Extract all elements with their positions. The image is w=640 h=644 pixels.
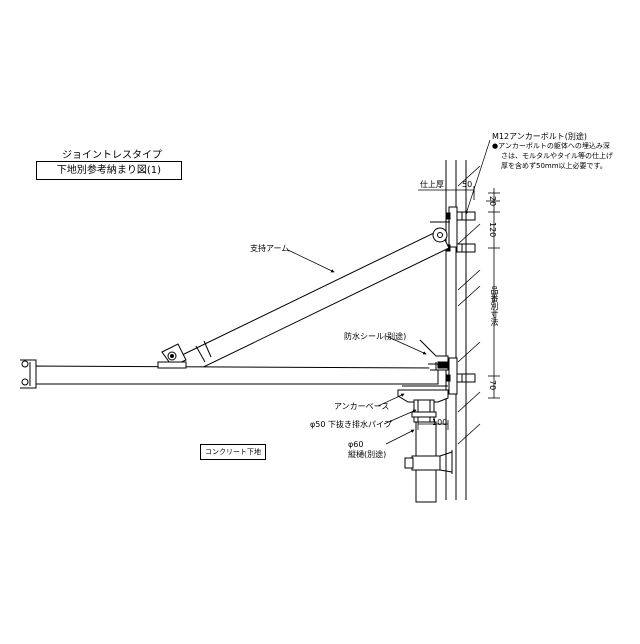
dim-120: 120 — [488, 222, 497, 238]
anchor-note-line-1: ●アンカーボルトの躯体への埋込み深 — [492, 142, 610, 150]
drawing-title: 下地別参考納まり図(1) — [36, 161, 182, 180]
gutter-name-label: 縦樋(別途) — [348, 450, 387, 459]
upper-bracket-plate — [448, 206, 458, 248]
finish-thickness-label: 仕上厚 — [420, 180, 444, 189]
dim-100: 100 — [432, 418, 448, 427]
concrete-base-label: コンクリート下地 — [200, 444, 266, 460]
canopy-roof — [20, 359, 439, 389]
seal-bracket — [419, 339, 449, 371]
gutter-dia-label: φ60 — [348, 440, 364, 449]
anchor-bolt-label: M12アンカーボルト(別途) — [492, 132, 588, 141]
support-arm — [179, 221, 450, 375]
waterproof-seal-label: 防水シール(別途) — [344, 332, 407, 341]
drain-pipe-label: φ50 下抜き排水パイプ — [310, 420, 392, 429]
product-height-label: 品番別寸法 — [490, 286, 499, 326]
dim-20: 20 — [488, 196, 497, 207]
upper-anchor-bolt — [445, 211, 476, 221]
arm-roof-joint — [157, 343, 187, 369]
dim-50: 50 — [462, 180, 473, 189]
anchor-base-label: アンカーベース — [334, 402, 390, 411]
support-arm-label: 支持アーム — [250, 244, 290, 253]
wall-hatching — [457, 165, 481, 445]
type-title: ジョイントレスタイプ — [62, 150, 162, 161]
anchor-note-line-3: 厚を含めず50mm以上必要です。 — [501, 162, 607, 170]
horizontal-dimension-100 — [417, 420, 449, 430]
leader-lines — [287, 139, 491, 445]
dim-70: 70 — [488, 380, 497, 391]
anchor-base — [397, 385, 449, 403]
middle-anchor-bolt — [445, 243, 476, 253]
anchor-note-line-2: さは、モルタルやタイル等の仕上げ — [501, 152, 613, 160]
downpipe — [404, 421, 453, 503]
lower-anchor-bolt — [445, 373, 476, 383]
